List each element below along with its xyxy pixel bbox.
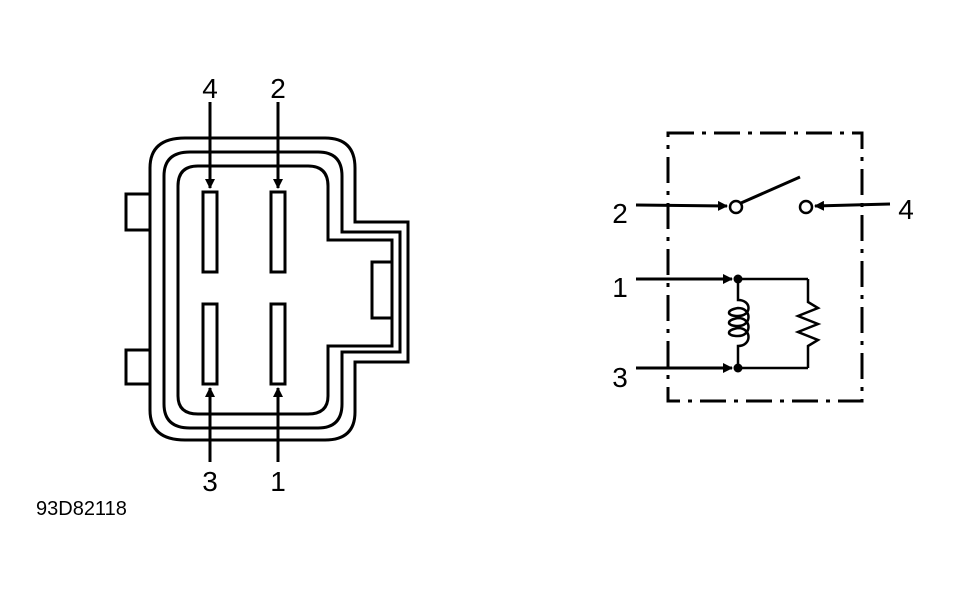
figure-code: 93D82118 xyxy=(36,498,127,520)
terminal-3-label: 3 xyxy=(202,466,218,497)
schematic-4-label: 4 xyxy=(898,194,914,225)
schematic-2-label: 2 xyxy=(612,198,628,229)
connector-view: 4 2 3 1 xyxy=(124,73,410,497)
connector-cavity xyxy=(176,164,394,416)
relay-enclosure xyxy=(666,131,864,403)
connector-tab-lower xyxy=(124,348,150,386)
relay-resistor xyxy=(794,279,822,368)
terminal-1-slot xyxy=(269,302,287,386)
terminal-4-slot xyxy=(201,190,219,274)
terminal-2-label: 2 xyxy=(270,73,286,104)
schematic-1-label: 1 xyxy=(612,272,628,303)
terminal-3-slot xyxy=(201,302,219,386)
switch-4-arrow xyxy=(814,200,891,211)
switch-terminal-2 xyxy=(728,199,744,215)
schematic-3-label: 3 xyxy=(612,362,628,393)
terminal-2-slot xyxy=(269,190,287,274)
connector-outer-shell xyxy=(148,136,410,442)
terminal-1-label: 1 xyxy=(270,466,286,497)
relay-schematic: 2 4 1 3 xyxy=(612,131,914,403)
connector-tab-upper xyxy=(124,192,150,232)
relay-coil xyxy=(727,279,750,368)
connector-inner-shell xyxy=(162,150,402,430)
switch-2-arrow xyxy=(635,200,728,211)
connector-latch xyxy=(370,260,394,320)
terminal-4-label: 4 xyxy=(202,73,218,104)
switch-blade xyxy=(740,175,801,205)
switch-terminal-4 xyxy=(798,199,814,215)
